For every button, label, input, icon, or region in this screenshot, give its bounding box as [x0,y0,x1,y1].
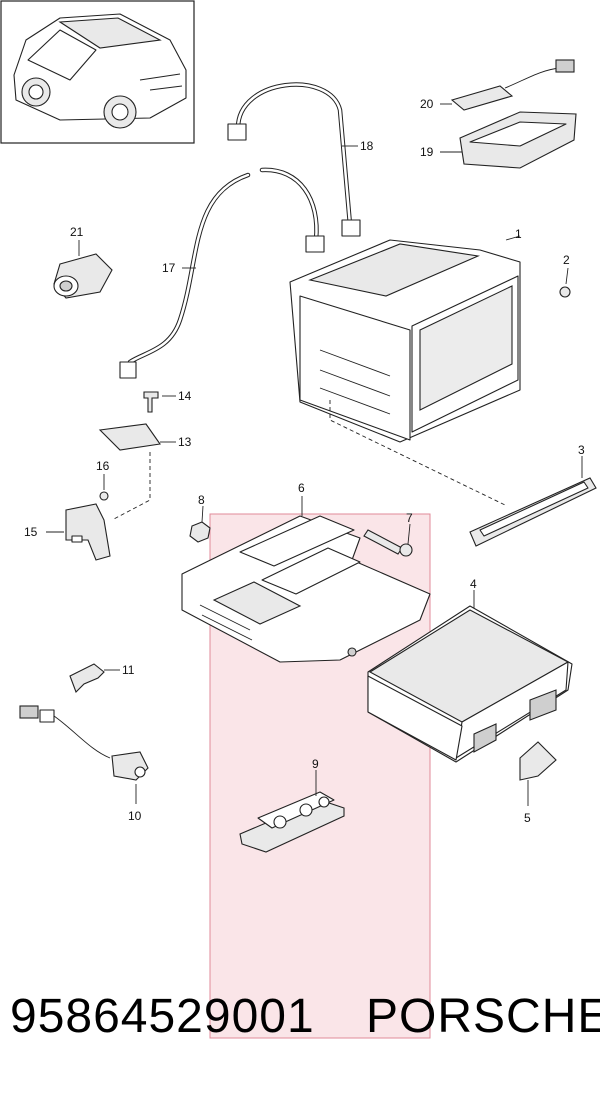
callout-labels: 1 2 3 4 5 6 7 8 9 10 11 13 14 15 16 17 1… [24,97,585,825]
part-13-bracket [98,423,176,521]
callout-6: 6 [298,481,305,495]
callout-16: 16 [96,459,110,473]
callout-19: 19 [420,145,434,159]
callout-7: 7 [406,511,413,525]
part-7-bolt [363,523,413,557]
callout-21: 21 [70,225,84,239]
callout-20: 20 [420,97,434,111]
callout-15: 15 [24,525,38,539]
part-9-highlighted-component [239,770,345,853]
callout-3: 3 [578,443,585,457]
part-10-camera-cable [19,705,149,804]
callout-1: 1 [515,227,522,241]
vehicle-thumbnail [0,0,195,144]
part-1-head-unit [289,235,521,506]
part-14-screw [143,391,176,413]
part-21-camera [53,240,113,299]
callout-8: 8 [198,493,205,507]
part-8-nut [189,505,211,543]
brand-text: PORSCHE [366,990,600,1043]
part-number-text: 95864529001 [10,990,315,1043]
part-11-clip [69,663,120,693]
part-4-control-unit [367,590,573,763]
part-15-bracket [46,503,111,561]
callout-18: 18 [360,139,374,153]
part-20-sensor [440,59,575,111]
callout-10: 10 [128,809,142,823]
part-2-screw [559,267,571,298]
callout-14: 14 [178,389,192,403]
callout-11: 11 [122,663,135,677]
part-6-mounting-bracket [181,496,431,663]
callout-9: 9 [312,757,319,771]
part-3-trim-strip [469,456,597,547]
callout-17: 17 [162,261,176,275]
part-5-small-bracket [519,741,557,806]
callout-13: 13 [178,435,192,449]
part-16-screw [99,474,109,501]
callout-2: 2 [563,253,570,267]
callout-4: 4 [470,577,477,591]
part-19-module [440,111,577,169]
callout-5: 5 [524,811,531,825]
part-17-cable [119,167,325,379]
part-18-cable [227,82,361,237]
